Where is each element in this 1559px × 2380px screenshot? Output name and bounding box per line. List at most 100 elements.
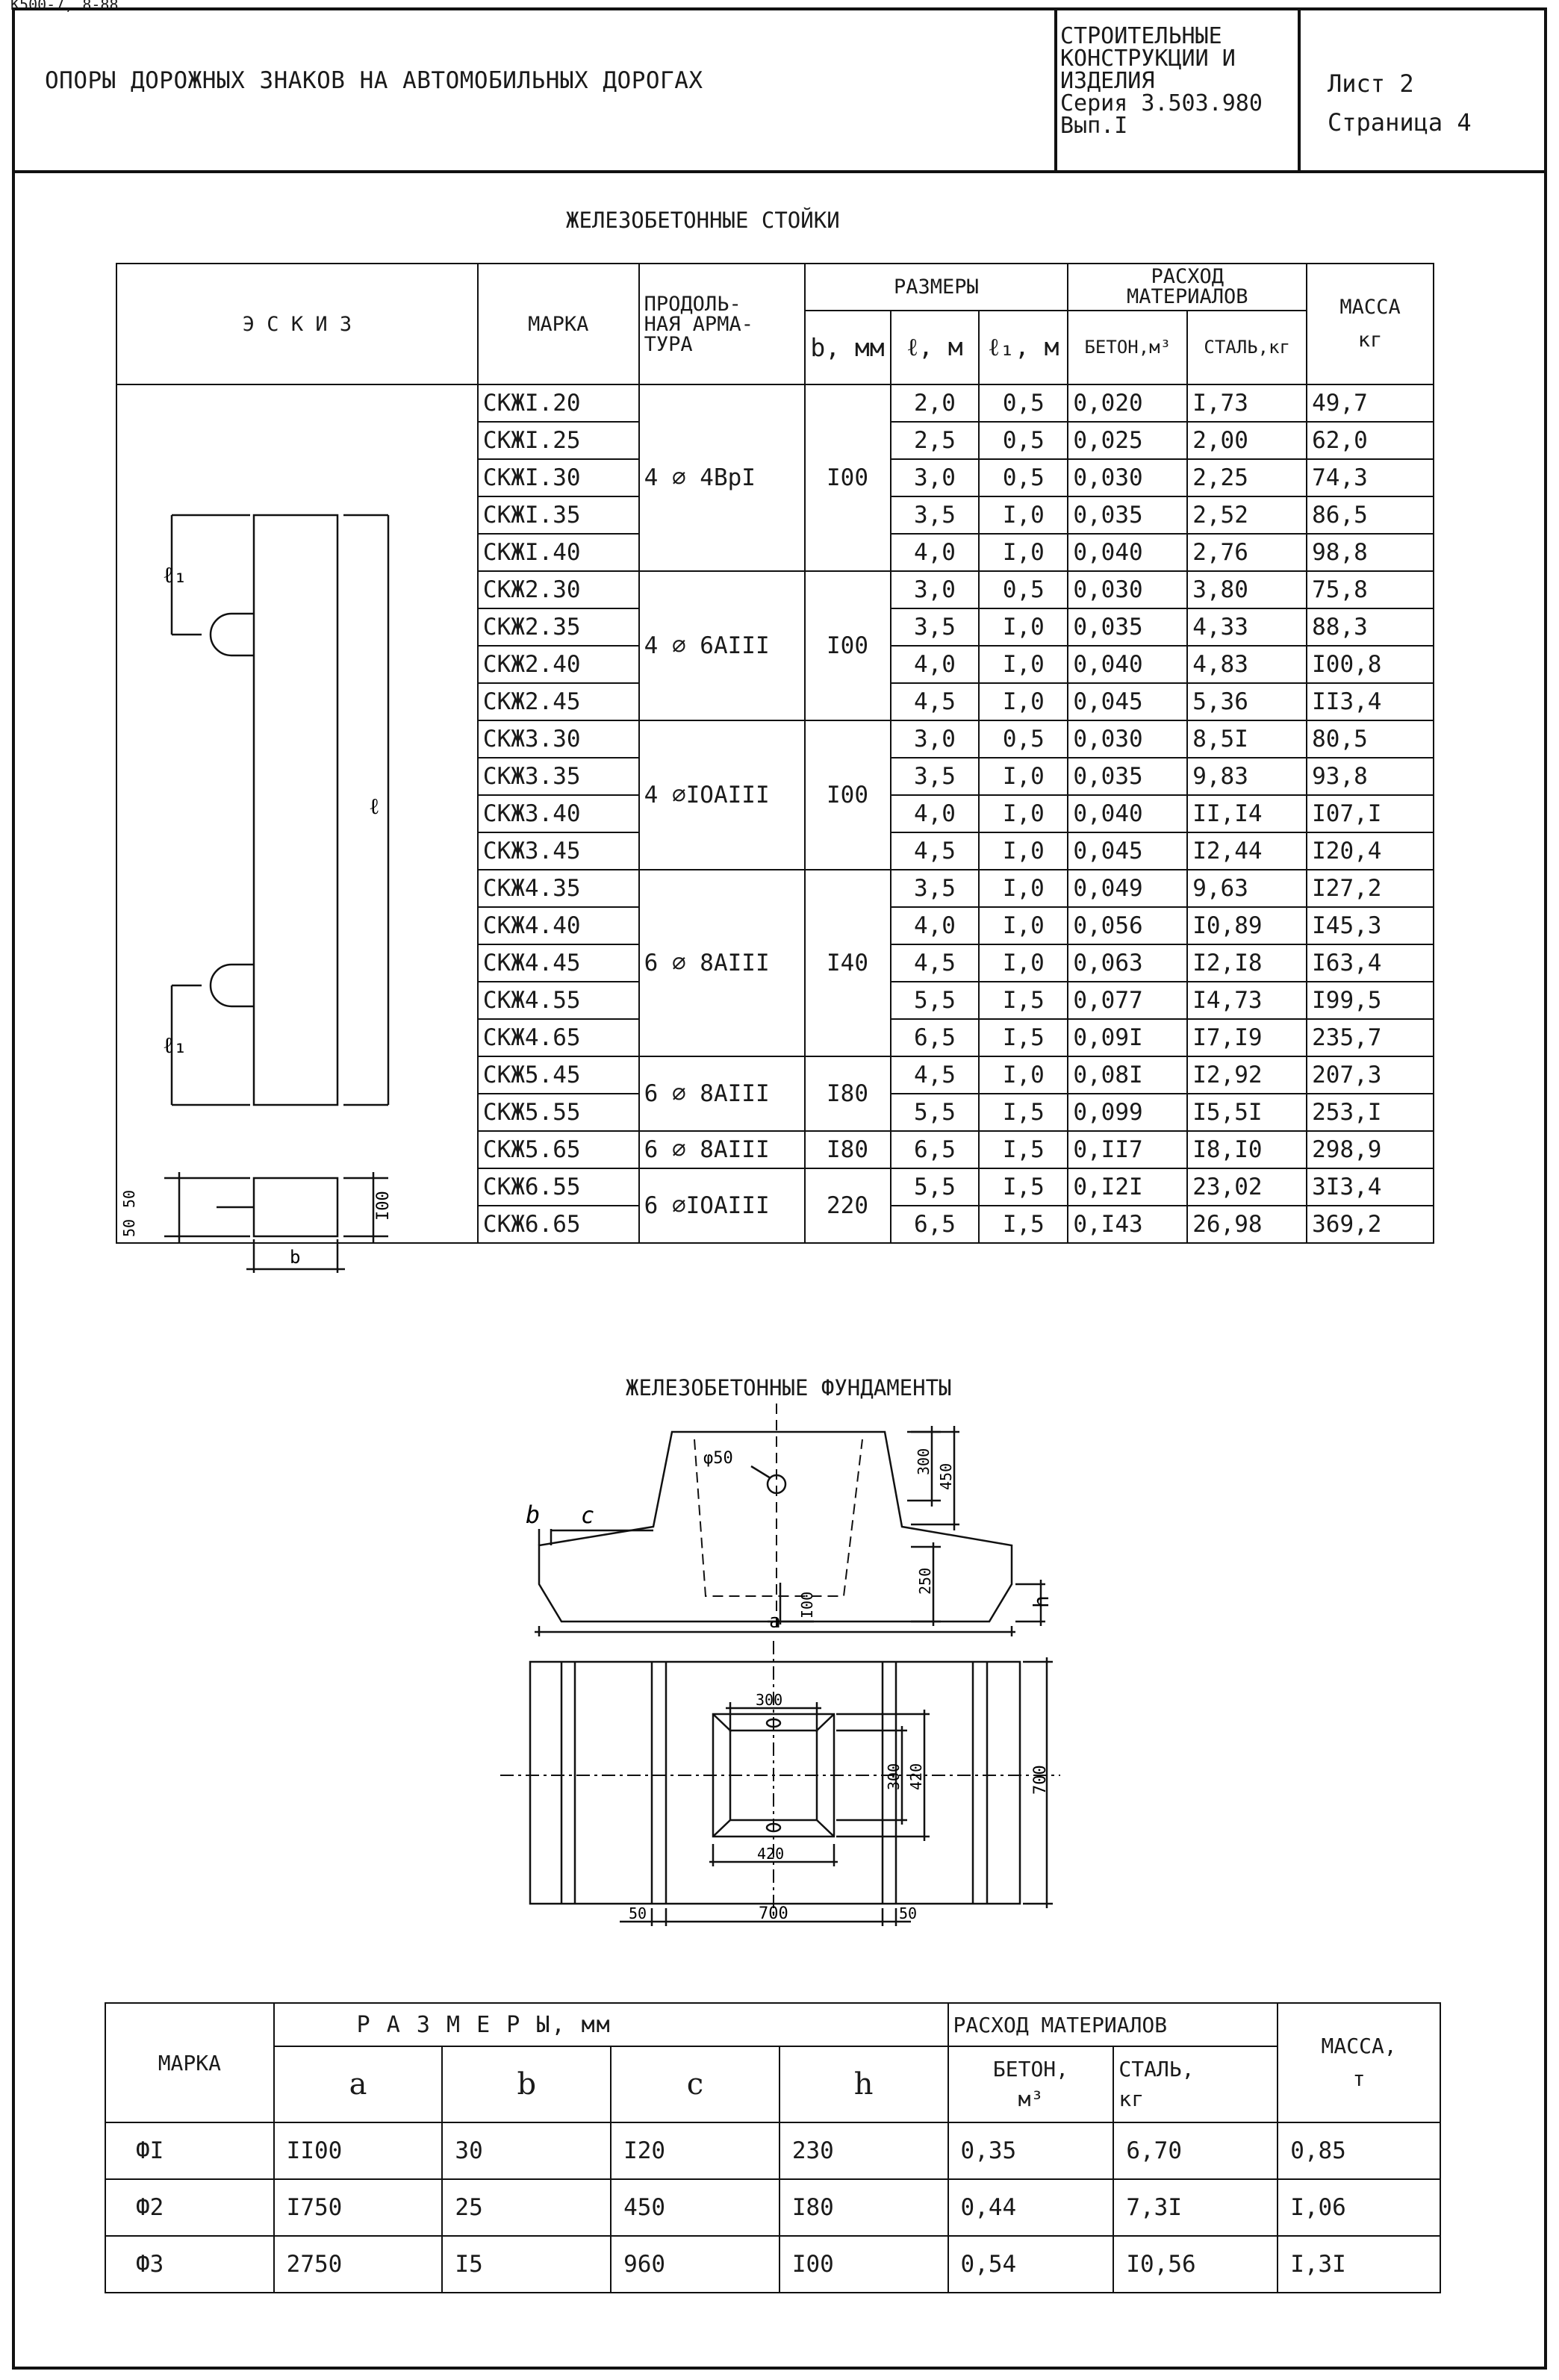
fdn-label-a: a xyxy=(769,1610,781,1633)
header-concrete: БЕТОН,м³ xyxy=(1067,309,1189,386)
cell-rebar: 6 ∅ 8АIII xyxy=(638,1130,806,1169)
cell-mark: СКЖ5.55 xyxy=(476,1093,640,1132)
cell-mark: СКЖI.30 xyxy=(476,458,640,497)
cell-mass: I45,3 xyxy=(1306,906,1434,945)
cell-l1: 0,5 xyxy=(978,384,1069,423)
fdn-dim-420a: 420 xyxy=(907,1763,925,1790)
fdn-header-a: a xyxy=(273,2046,444,2123)
fdn-cell-c: 450 xyxy=(610,2178,780,2237)
cell-l: 3,5 xyxy=(889,496,980,535)
cell-concrete: 0,020 xyxy=(1067,384,1189,423)
fdn-label-c: c xyxy=(581,1503,594,1529)
foundations-drawing-title: ЖЕЛЕЗОБЕТОННЫЕ ФУНДАМЕНТЫ xyxy=(626,1375,952,1401)
fdn-dim-300b: 300 xyxy=(756,1691,782,1709)
cell-l: 4,5 xyxy=(889,944,980,982)
fdn-cell-h: I80 xyxy=(778,2178,949,2237)
cell-mark: СКЖ2.35 xyxy=(476,608,640,647)
cell-rebar: 6 ∅ 8АIII xyxy=(638,1056,806,1132)
cell-steel: I2,I8 xyxy=(1186,944,1308,982)
cell-mark: СКЖ3.45 xyxy=(476,832,640,870)
fdn-header-mass: МАССА, т xyxy=(1277,2002,1441,2123)
fdn-cell-mass: 0,85 xyxy=(1277,2122,1441,2180)
cell-l: 3,5 xyxy=(889,608,980,647)
cell-concrete: 0,035 xyxy=(1067,496,1189,535)
cell-steel: I2,44 xyxy=(1186,832,1308,870)
cell-steel: I4,73 xyxy=(1186,981,1308,1020)
cell-l1: I,0 xyxy=(978,682,1069,721)
cell-mass: 298,9 xyxy=(1306,1130,1434,1169)
fdn-label-h: h xyxy=(1029,1595,1054,1608)
fdn-cell-a: 2750 xyxy=(273,2235,444,2293)
header-sketch: Э С К И З xyxy=(116,263,479,385)
cell-l1: 0,5 xyxy=(978,458,1069,497)
cell-mark: СКЖI.35 xyxy=(476,496,640,535)
fdn-cell-mark: Ф2 xyxy=(105,2178,275,2237)
fdn-header-steel: СТАЛЬ, кг xyxy=(1113,2046,1279,2123)
header-mass-line-1: МАССА xyxy=(1339,296,1401,319)
cell-l: 6,5 xyxy=(889,1130,980,1169)
cell-mark: СКЖ2.30 xyxy=(476,570,640,609)
cell-concrete: 0,099 xyxy=(1067,1093,1189,1132)
fdn-header-mark: МАРКА xyxy=(105,2002,275,2123)
cell-l1: I,0 xyxy=(978,608,1069,647)
sheet-block: Лист 2 Страница 4 xyxy=(1328,64,1472,142)
cell-steel: II,I4 xyxy=(1186,794,1308,833)
columns-table: Э С К И З МАРКА ПРОДОЛЬ- НАЯ АРМА- ТУРА … xyxy=(116,263,1434,1244)
fdn-dim-100: I00 xyxy=(798,1592,816,1619)
cell-l1: I,0 xyxy=(978,832,1069,870)
sketch-dim-b: b xyxy=(290,1247,300,1268)
cell-concrete: 0,077 xyxy=(1067,981,1189,1020)
cell-l1: I,0 xyxy=(978,794,1069,833)
cell-concrete: 0,030 xyxy=(1067,458,1189,497)
cell-concrete: 0,045 xyxy=(1067,832,1189,870)
cell-mass: II3,4 xyxy=(1306,682,1434,721)
category-line-3: ИЗДЕЛИЯ xyxy=(1060,68,1155,94)
sketch-dim-100: I00 xyxy=(374,1191,393,1221)
fdn-cell-c: 960 xyxy=(610,2235,780,2293)
cell-steel: I8,I0 xyxy=(1186,1130,1308,1169)
header-materials-line-1: РАСХОД xyxy=(1151,265,1224,289)
header-rebar-line-1: ПРОДОЛЬ- xyxy=(644,292,741,316)
cell-mark: СКЖ4.55 xyxy=(476,981,640,1020)
cell-l: 4,5 xyxy=(889,682,980,721)
cell-mass: 86,5 xyxy=(1306,496,1434,535)
sketch-l: ℓ xyxy=(369,794,379,820)
cell-mass: 88,3 xyxy=(1306,608,1434,647)
fdn-header-c: c xyxy=(610,2046,780,2123)
header-mark: МАРКА xyxy=(476,263,640,385)
fdn-cell-a: I750 xyxy=(273,2178,444,2237)
cell-mass: I00,8 xyxy=(1306,645,1434,684)
cell-steel: 23,02 xyxy=(1186,1168,1308,1206)
header-rebar-line-2: НАЯ АРМА- xyxy=(644,312,753,336)
cell-mark: СКЖI.40 xyxy=(476,533,640,572)
cell-mass: 80,5 xyxy=(1306,720,1434,758)
cell-l1: I,5 xyxy=(978,1130,1069,1169)
cell-l: 2,0 xyxy=(889,384,980,423)
foundations-table: МАРКА Р А З М Е Р Ы, мм РАСХОД МАТЕРИАЛО… xyxy=(105,2002,1441,2293)
fdn-cell-a: II00 xyxy=(273,2122,444,2180)
fdn-dim-250: 250 xyxy=(916,1568,934,1595)
cell-steel: 5,36 xyxy=(1186,682,1308,721)
cell-mass: I27,2 xyxy=(1306,869,1434,908)
cell-mark: СКЖ6.55 xyxy=(476,1168,640,1206)
cell-steel: 9,83 xyxy=(1186,757,1308,796)
cell-concrete: 0,049 xyxy=(1067,869,1189,908)
cell-l: 4,0 xyxy=(889,533,980,572)
cell-mass: 369,2 xyxy=(1306,1205,1434,1244)
header-l: ℓ, м xyxy=(889,309,980,386)
fdn-cell-h: I00 xyxy=(778,2235,949,2293)
fdn-cell-concrete: 0,44 xyxy=(947,2178,1115,2237)
fdn-dim-450: 450 xyxy=(937,1463,955,1490)
cell-steel: 2,52 xyxy=(1186,496,1308,535)
columns-table-title: ЖЕЛЕЗОБЕТОННЫЕ СТОЙКИ xyxy=(566,208,840,233)
fdn-header-h: h xyxy=(778,2046,949,2123)
fdn-header-concrete-line-1: БЕТОН, xyxy=(992,2057,1069,2081)
header-divider xyxy=(12,170,1547,173)
